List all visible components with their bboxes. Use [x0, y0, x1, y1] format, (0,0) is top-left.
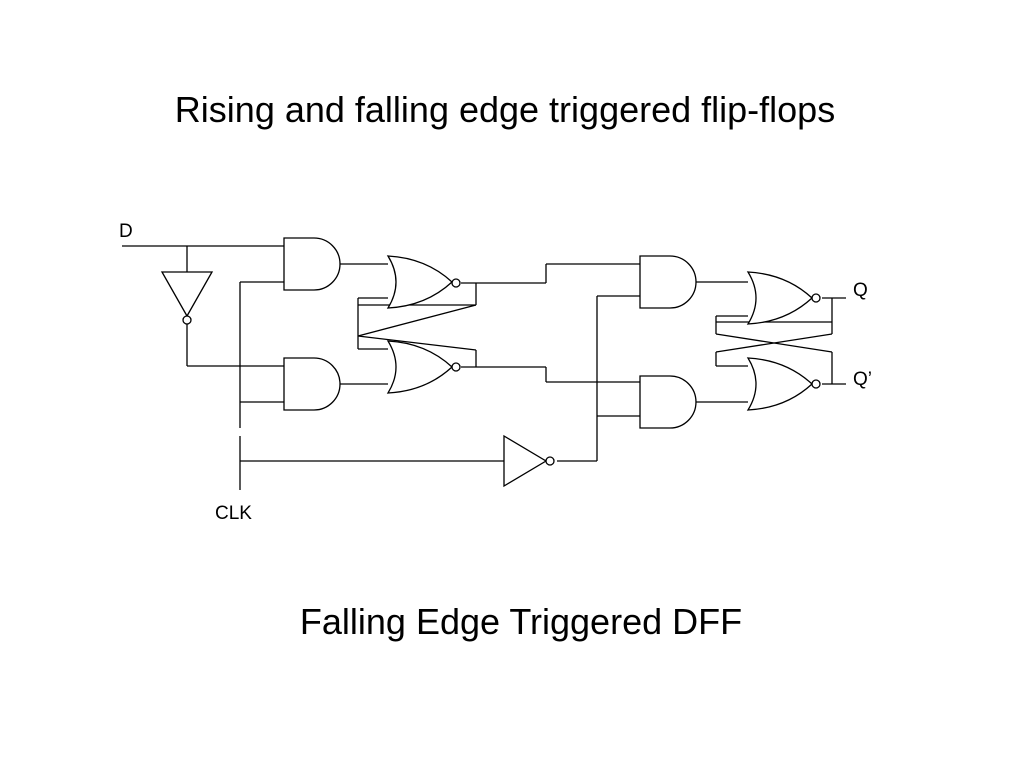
nor-gate-master-top [386, 255, 461, 309]
slide-caption: Falling Edge Triggered DFF [299, 601, 743, 642]
clk-label: CLK [215, 503, 252, 524]
and-gate-slave-top [639, 255, 697, 309]
input-d-label: D [119, 221, 133, 242]
slave-latch-wiring [696, 281, 846, 403]
master-latch-wiring [340, 263, 546, 385]
nor-gate-slave-top [746, 271, 821, 325]
output-q-bar-label: Q’ [853, 369, 872, 390]
and-gate-master-bottom [283, 357, 341, 411]
nor-gate-master-bottom [386, 340, 461, 394]
d-inverter [160, 271, 214, 325]
input-d-wiring [122, 245, 284, 367]
clock-wiring [239, 281, 640, 490]
master-to-slave-wiring [545, 263, 640, 383]
and-gate-master-top [283, 237, 341, 291]
slide-title: Rising and falling edge triggered flip-f… [174, 89, 836, 130]
nor-gate-slave-bottom [746, 357, 821, 411]
clk-inverter [503, 434, 555, 488]
output-q-label: Q [853, 280, 868, 301]
and-gate-slave-bottom [639, 375, 697, 429]
